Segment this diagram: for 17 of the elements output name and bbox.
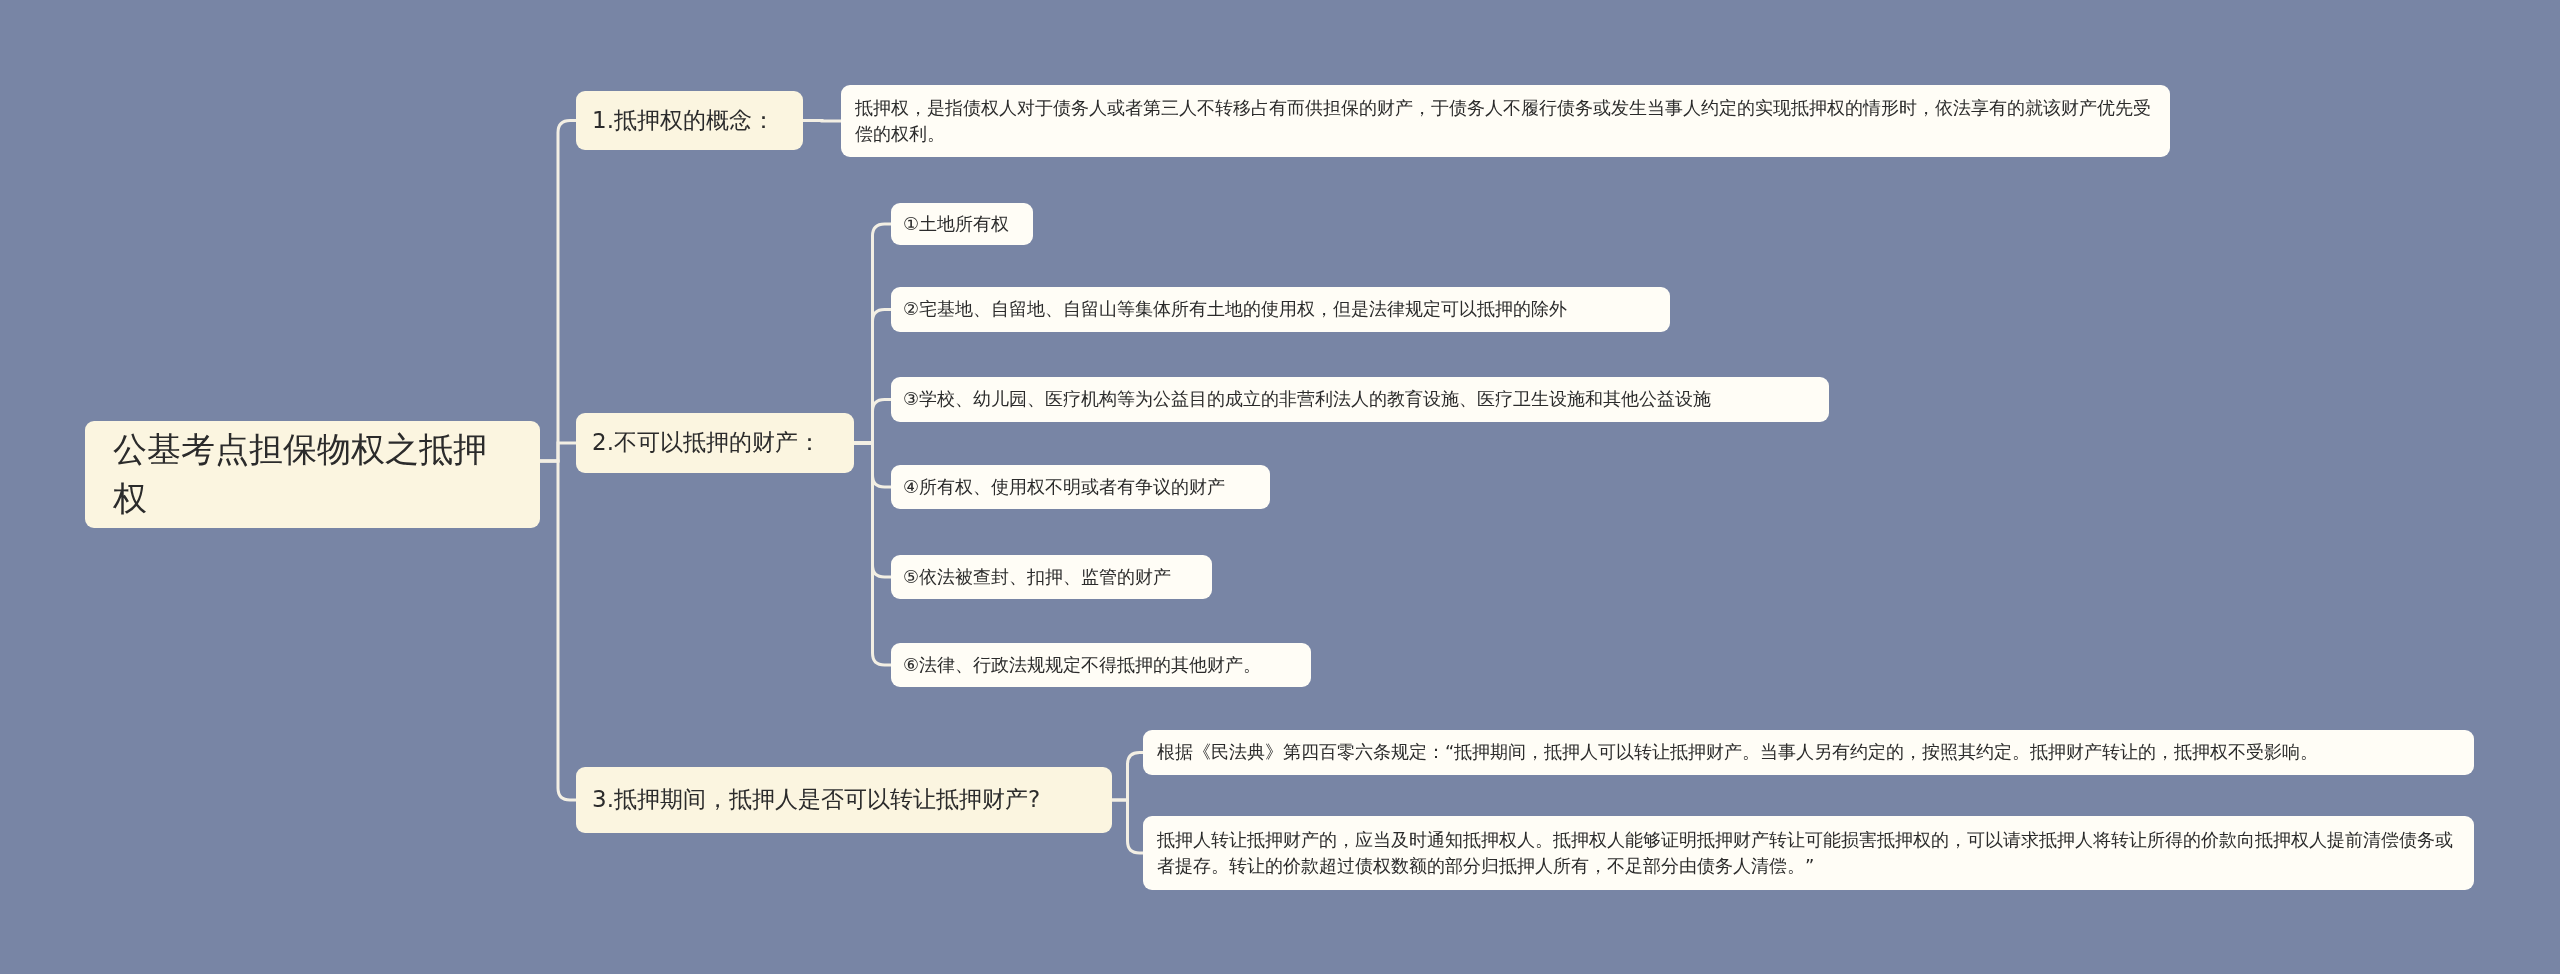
subtopic-box: ⑤依法被查封、扣押、监管的财产 bbox=[891, 555, 1212, 599]
subtopic-box: ⑥法律、行政法规规定不得抵押的其他财产。 bbox=[891, 643, 1311, 687]
subtopic-box: 抵押人转让抵押财产的，应当及时通知抵押权人。抵押权人能够证明抵押财产转让可能损害抵押权的，可以请求抵押人将转让所得的价款向抵押权人提前清偿债务或者提存。转让的价款超过债权数额的部分归抵押人所有，不足部分由债务人清偿。” bbox=[1143, 816, 2474, 890]
subtopic-box: 抵押权，是指债权人对于债务人或者第三人不转移占有而供担保的财产，于债务人不履行债务或发生当事人约定的实现抵押权的情形时，依法享有的就该财产优先受偿的权利。 bbox=[841, 85, 2170, 157]
connector-line bbox=[1112, 798, 1143, 855]
subtopic-box: ②宅基地、自留地、自留山等集体所有土地的使用权，但是法律规定可以抵押的除外 bbox=[891, 287, 1670, 332]
subtopic-box: ④所有权、使用权不明或者有争议的财产 bbox=[891, 465, 1270, 509]
topic-box: 3.抵押期间，抵押人是否可以转让抵押财产? bbox=[576, 767, 1112, 833]
connector-line bbox=[540, 459, 576, 802]
subtopic-box: ①土地所有权 bbox=[891, 203, 1033, 245]
topic-box: 2.不可以抵押的财产： bbox=[576, 413, 854, 473]
connector-line bbox=[854, 441, 891, 667]
central-topic-box: 公基考点担保物权之抵押权 bbox=[85, 421, 540, 528]
connector-line bbox=[803, 119, 841, 123]
topic-box: 1.抵押权的概念： bbox=[576, 91, 803, 150]
subtopic-box: 根据《民法典》第四百零六条规定：“抵押期间，抵押人可以转让抵押财产。当事人另有约定的，按照其约定。抵押财产转让的，抵押权不受影响。 bbox=[1143, 730, 2474, 775]
subtopic-box: ③学校、幼儿园、医疗机构等为公益目的成立的非营利法人的教育设施、医疗卫生设施和其他公益设施 bbox=[891, 377, 1829, 422]
